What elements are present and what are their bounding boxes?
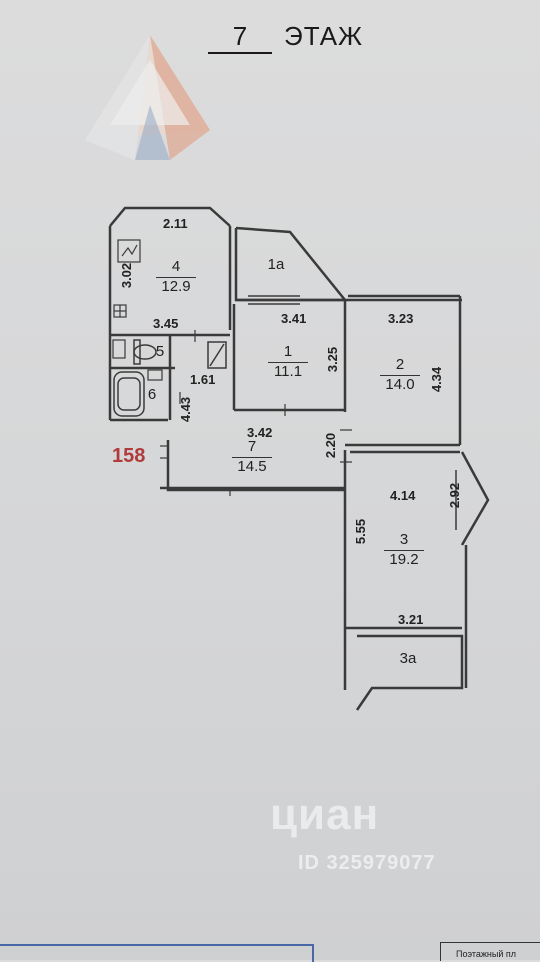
dim-3-45: 3.45 <box>153 316 179 331</box>
listing-id-watermark: ID 325979077 <box>298 852 436 874</box>
room-1a-number: 1а <box>267 256 285 273</box>
shaft-icon <box>207 341 227 369</box>
floor-number: 7 <box>208 20 272 54</box>
stove-icon <box>117 239 141 263</box>
room-7-area: 14.5 <box>232 457 272 475</box>
bottom-stamp-right <box>440 942 540 961</box>
dim-1-61: 1.61 <box>190 372 216 387</box>
room-6-number: 6 <box>147 386 157 403</box>
room-3-area: 19.2 <box>384 550 424 568</box>
dim-3-25: 3.25 <box>325 346 341 373</box>
dim-5-55: 5.55 <box>353 518 369 545</box>
bottom-stamp-left <box>0 944 314 962</box>
window-marks <box>248 295 457 637</box>
dim-2-20: 2.20 <box>323 432 339 459</box>
room-2-area: 14.0 <box>380 375 420 393</box>
room-4-area: 12.9 <box>156 277 196 295</box>
floor-label: ЭТАЖ <box>284 21 364 51</box>
cian-watermark: циан <box>270 790 380 839</box>
dim-2-11: 2.11 <box>163 216 188 231</box>
room-2-number: 2 <box>395 356 405 373</box>
walls <box>108 206 490 711</box>
room-5-number: 5 <box>155 343 165 360</box>
dim-3-42: 3.42 <box>247 425 273 440</box>
sink-icon <box>112 304 163 381</box>
door-marks <box>160 330 352 496</box>
footer-caption: Поэтажный пл <box>456 949 517 959</box>
room-1-area: 11.1 <box>268 362 308 380</box>
room-7-number: 7 <box>247 438 257 455</box>
dim-4-43: 4.43 <box>178 396 194 423</box>
dim-4-34: 4.34 <box>429 366 445 393</box>
apartment-marker: 158 <box>112 445 146 467</box>
room-1-number: 1 <box>283 343 293 360</box>
dim-2-92: 2.92 <box>447 482 463 509</box>
dim-3-23: 3.23 <box>388 311 414 326</box>
dim-3-21: 3.21 <box>398 612 424 627</box>
dim-3-41: 3.41 <box>281 311 307 326</box>
logo-watermark-icon <box>85 35 210 160</box>
dim-4-14: 4.14 <box>390 488 416 503</box>
floor-header: 7 ЭТАЖ <box>200 18 400 58</box>
room-3a-number: 3а <box>399 650 417 667</box>
room-3-number: 3 <box>399 531 409 548</box>
bathtub-icon <box>113 371 145 417</box>
dim-3-02: 3.02 <box>119 262 135 289</box>
room-4-number: 4 <box>171 258 181 275</box>
toilet-icon <box>133 339 157 365</box>
